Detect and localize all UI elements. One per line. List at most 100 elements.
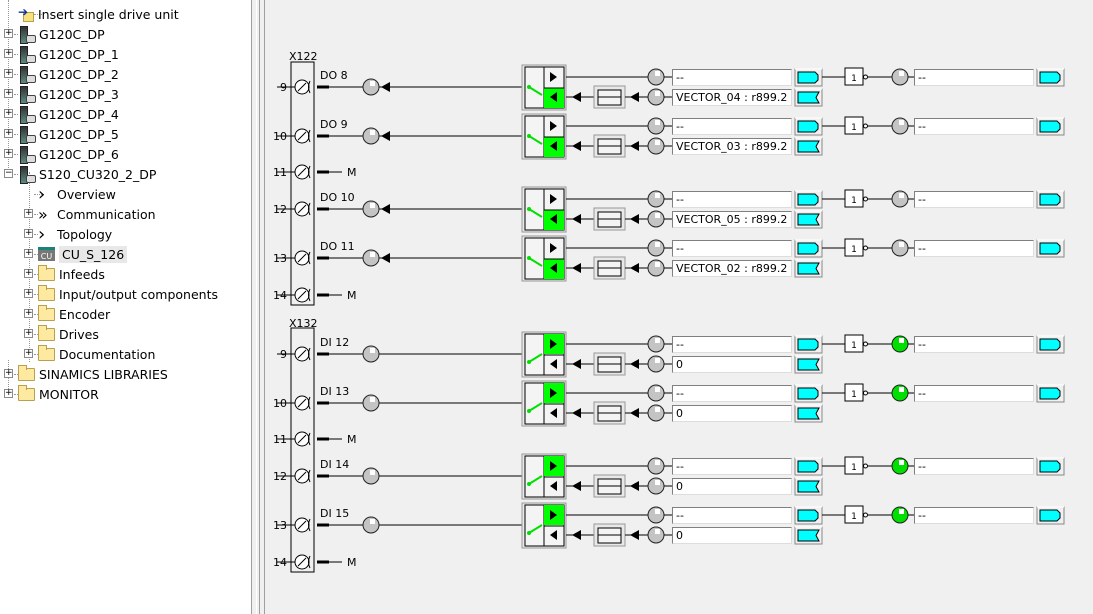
inverted-output-field[interactable]: -- <box>914 240 1034 257</box>
expand-toggle[interactable]: + <box>4 108 13 118</box>
function-block-button[interactable] <box>593 207 626 231</box>
inversion-switch[interactable] <box>521 453 567 500</box>
bico-output-button[interactable] <box>794 506 823 525</box>
tree-item[interactable]: Encoder <box>38 304 110 324</box>
signal-sink-field[interactable]: 0 <box>672 527 792 544</box>
tree-item[interactable]: G120C_DP_6 <box>18 144 119 164</box>
bico-output-button[interactable] <box>794 190 823 209</box>
signal-sink-field[interactable]: VECTOR_03 : r899.2 : C <box>672 138 792 155</box>
bico-output-button[interactable] <box>794 117 823 136</box>
splitter[interactable] <box>251 0 267 614</box>
bico-output-button[interactable] <box>794 335 823 354</box>
tree-item[interactable]: G120C_DP_1 <box>18 44 119 64</box>
bico-input-button[interactable] <box>794 137 823 156</box>
inverted-output-field[interactable]: -- <box>914 507 1034 524</box>
inverted-output-field[interactable]: -- <box>914 69 1034 86</box>
tree-item[interactable]: G120C_DP_4 <box>18 104 119 124</box>
bico-output-button[interactable] <box>1036 239 1065 258</box>
tree-item[interactable]: Drives <box>38 324 99 344</box>
bico-output-button[interactable] <box>1036 457 1065 476</box>
expand-toggle[interactable]: + <box>4 128 13 138</box>
tree-item[interactable]: G120C_DP_2 <box>18 64 119 84</box>
bico-input-button[interactable] <box>794 355 823 374</box>
bico-input-button[interactable] <box>794 477 823 496</box>
bico-output-button[interactable] <box>1036 335 1065 354</box>
inversion-switch[interactable] <box>521 64 567 111</box>
tree-item[interactable]: G120C_DP_3 <box>18 84 119 104</box>
inverted-output-field[interactable]: -- <box>914 118 1034 135</box>
inversion-switch[interactable] <box>521 380 567 427</box>
expand-toggle[interactable]: + <box>4 28 13 38</box>
tree-item[interactable]: ›Topology <box>38 224 112 245</box>
expand-toggle[interactable]: + <box>24 308 33 318</box>
tree-item[interactable]: ›Overview <box>38 184 116 205</box>
function-block-button[interactable] <box>593 85 626 109</box>
inverted-output-field[interactable]: -- <box>914 336 1034 353</box>
signal-sink-field[interactable]: 0 <box>672 405 792 422</box>
bico-input-button[interactable] <box>794 210 823 229</box>
expand-toggle[interactable]: + <box>4 68 13 78</box>
bico-input-button[interactable] <box>794 259 823 278</box>
tree-item[interactable]: G120C_DP_5 <box>18 124 119 144</box>
inversion-switch[interactable] <box>521 186 567 233</box>
expand-toggle[interactable]: + <box>24 248 33 258</box>
function-block-button[interactable] <box>593 256 626 280</box>
signal-source-field[interactable]: -- <box>672 458 792 475</box>
signal-source-field[interactable]: -- <box>672 191 792 208</box>
expand-toggle[interactable]: + <box>24 228 33 238</box>
bico-input-button[interactable] <box>794 88 823 107</box>
expand-toggle[interactable]: + <box>24 288 33 298</box>
function-block-button[interactable] <box>593 523 626 547</box>
signal-source-field[interactable]: -- <box>672 336 792 353</box>
signal-source-field[interactable]: -- <box>672 118 792 135</box>
bico-output-button[interactable] <box>794 457 823 476</box>
signal-source-field[interactable]: -- <box>672 507 792 524</box>
bico-input-button[interactable] <box>794 526 823 545</box>
expand-toggle[interactable]: + <box>4 88 13 98</box>
bico-output-button[interactable] <box>1036 68 1065 87</box>
expand-toggle[interactable]: + <box>4 48 13 58</box>
signal-source-field[interactable]: -- <box>672 240 792 257</box>
tree-item[interactable]: S120_CU320_2_DP <box>18 164 156 184</box>
inversion-switch[interactable] <box>521 502 567 549</box>
bico-output-button[interactable] <box>1036 384 1065 403</box>
function-block-button[interactable] <box>593 134 626 158</box>
inversion-switch[interactable] <box>521 331 567 378</box>
function-block-button[interactable] <box>593 352 626 376</box>
expand-toggle[interactable]: + <box>24 348 33 358</box>
inversion-switch[interactable] <box>521 113 567 160</box>
bico-output-button[interactable] <box>1036 190 1065 209</box>
expand-toggle[interactable]: − <box>4 168 13 178</box>
project-navigator-tree[interactable]: ➔Insert single drive unit + G120C_DP + G120C… <box>0 0 251 614</box>
signal-source-field[interactable]: -- <box>672 69 792 86</box>
inversion-switch[interactable] <box>521 235 567 282</box>
signal-source-field[interactable]: -- <box>672 385 792 402</box>
signal-sink-field[interactable]: 0 <box>672 356 792 373</box>
tree-item[interactable]: Infeeds <box>38 264 105 284</box>
inverted-output-field[interactable]: -- <box>914 458 1034 475</box>
inverted-output-field[interactable]: -- <box>914 385 1034 402</box>
expand-toggle[interactable]: + <box>4 148 13 158</box>
expand-toggle[interactable]: + <box>24 268 33 278</box>
tree-item[interactable]: SINAMICS LIBRARIES <box>18 364 168 384</box>
expand-toggle[interactable]: + <box>4 388 13 398</box>
bico-input-button[interactable] <box>794 404 823 423</box>
bico-output-button[interactable] <box>1036 117 1065 136</box>
signal-sink-field[interactable]: VECTOR_02 : r899.2 : C <box>672 260 792 277</box>
tree-item[interactable]: G120C_DP <box>18 24 105 44</box>
bico-output-button[interactable] <box>1036 506 1065 525</box>
tree-item[interactable]: Input/output components <box>38 284 218 304</box>
signal-sink-field[interactable]: 0 <box>672 478 792 495</box>
tree-item[interactable]: MONITOR <box>18 384 99 404</box>
expand-toggle[interactable]: + <box>24 208 33 218</box>
signal-sink-field[interactable]: VECTOR_05 : r899.2 : C <box>672 211 792 228</box>
expand-toggle[interactable]: + <box>4 368 13 378</box>
signal-sink-field[interactable]: VECTOR_04 : r899.2 : C <box>672 89 792 106</box>
inverted-output-field[interactable]: -- <box>914 191 1034 208</box>
bico-output-button[interactable] <box>794 384 823 403</box>
tree-item[interactable]: ➔Insert single drive unit <box>18 4 179 24</box>
tree-item[interactable]: »Communication <box>38 204 156 224</box>
expand-toggle[interactable]: + <box>24 328 33 338</box>
bico-output-button[interactable] <box>794 239 823 258</box>
